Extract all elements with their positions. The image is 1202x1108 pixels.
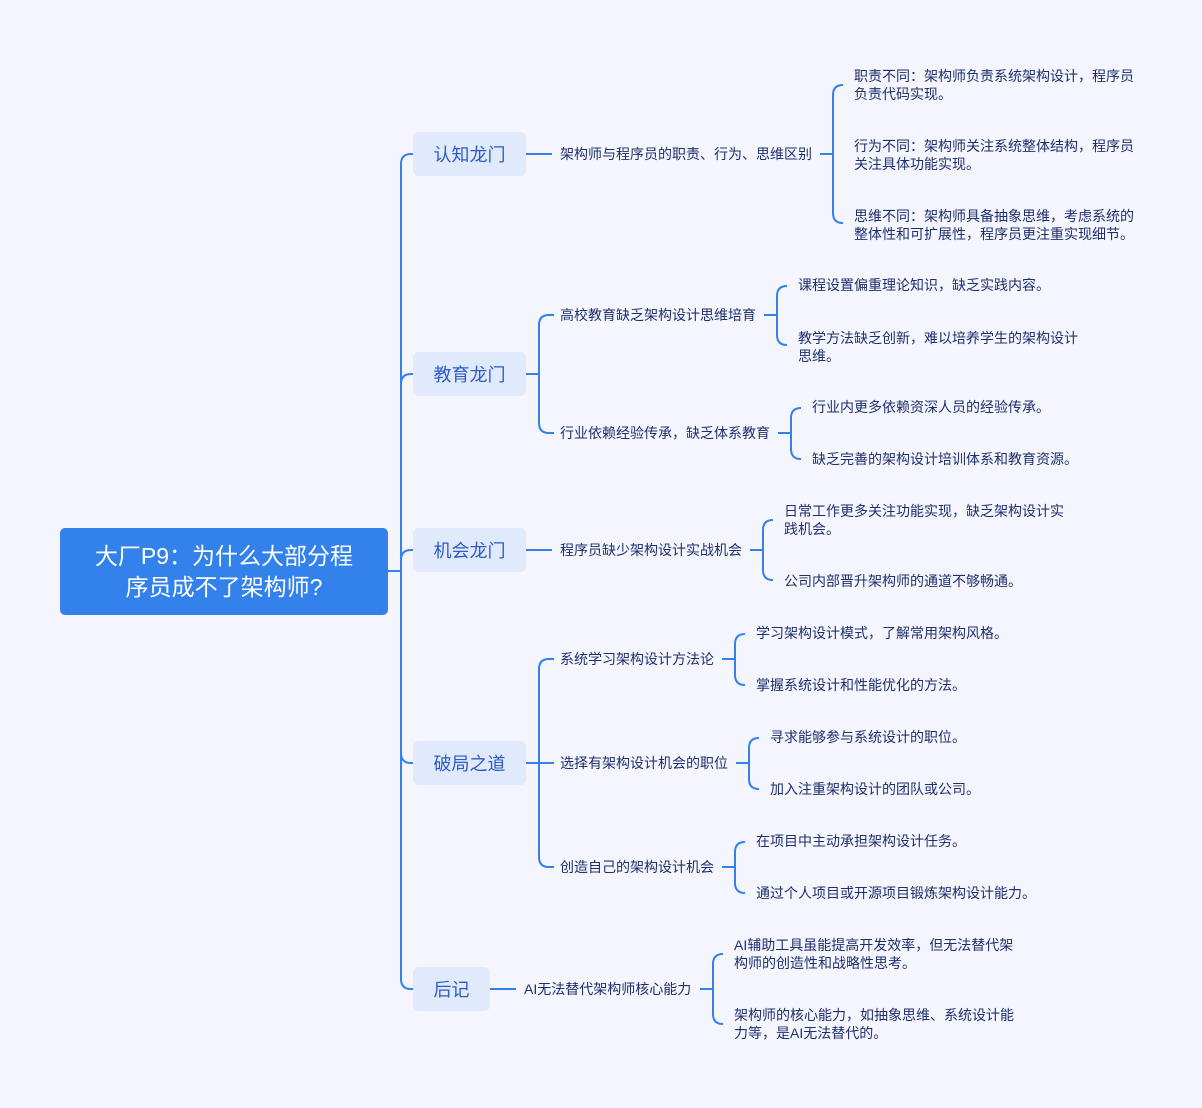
leaf-topic[interactable]: 架构师的核心能力，如抽象思维、系统设计能力等，是AI无法替代的。 bbox=[734, 1006, 1014, 1042]
leaf-line: 职责不同：架构师负责系统架构设计，程序员 bbox=[854, 68, 1134, 84]
leaf-line: 公司内部晋升架构师的通道不够畅通。 bbox=[784, 573, 1022, 589]
subtopic[interactable]: 高校教育缺乏架构设计思维培育 bbox=[560, 307, 756, 323]
leaf-topic[interactable]: AI辅助工具虽能提高开发效率，但无法替代架构师的创造性和战略性思考。 bbox=[734, 936, 1013, 972]
leaf-topic[interactable]: 职责不同：架构师负责系统架构设计，程序员负责代码实现。 bbox=[854, 67, 1134, 103]
leaf-line: 负责代码实现。 bbox=[854, 86, 952, 102]
leaf-topic[interactable]: 缺乏完善的架构设计培训体系和教育资源。 bbox=[812, 450, 1078, 468]
leaf-topic[interactable]: 思维不同：架构师具备抽象思维，考虑系统的整体性和可扩展性，程序员更注重实现细节。 bbox=[854, 207, 1134, 243]
leaf-line: 践机会。 bbox=[784, 521, 840, 537]
leaf-line: 在项目中主动承担架构设计任务。 bbox=[756, 833, 966, 849]
leaf-line: 构师的创造性和战略性思考。 bbox=[734, 955, 916, 971]
leaf-topic[interactable]: 在项目中主动承担架构设计任务。 bbox=[756, 832, 966, 850]
leaf-topic[interactable]: 学习架构设计模式，了解常用架构风格。 bbox=[756, 624, 1008, 642]
leaf-topic[interactable]: 寻求能够参与系统设计的职位。 bbox=[770, 728, 966, 746]
leaf-line: 加入注重架构设计的团队或公司。 bbox=[770, 781, 980, 797]
leaf-line: 架构师的核心能力，如抽象思维、系统设计能 bbox=[734, 1007, 1014, 1023]
leaf-topic[interactable]: 通过个人项目或开源项目锻炼架构设计能力。 bbox=[756, 884, 1036, 902]
root-line-1: 大厂P9：为什么大部分程 bbox=[94, 542, 354, 569]
leaf-line: 课程设置偏重理论知识，缺乏实践内容。 bbox=[798, 277, 1050, 293]
leaf-topic[interactable]: 日常工作更多关注功能实现，缺乏架构设计实践机会。 bbox=[784, 502, 1064, 538]
leaf-line: 行业内更多依赖资深人员的经验传承。 bbox=[812, 399, 1050, 415]
branch-postscript[interactable]: 后记 bbox=[413, 967, 490, 1011]
leaf-topic[interactable]: 加入注重架构设计的团队或公司。 bbox=[770, 780, 980, 798]
leaf-topic[interactable]: 掌握系统设计和性能优化的方法。 bbox=[756, 676, 966, 694]
leaf-topic[interactable]: 行为不同：架构师关注系统整体结构，程序员关注具体功能实现。 bbox=[854, 137, 1134, 173]
leaf-line: 日常工作更多关注功能实现，缺乏架构设计实 bbox=[784, 503, 1064, 519]
leaf-topic[interactable]: 教学方法缺乏创新，难以培养学生的架构设计思维。 bbox=[798, 329, 1078, 365]
subtopic[interactable]: 系统学习架构设计方法论 bbox=[560, 651, 714, 667]
branch-opportunity[interactable]: 机会龙门 bbox=[413, 528, 526, 572]
root-line-2: 序员成不了架构师? bbox=[125, 573, 323, 600]
subtopic[interactable]: 选择有架构设计机会的职位 bbox=[560, 755, 728, 771]
leaf-line: 寻求能够参与系统设计的职位。 bbox=[770, 729, 966, 745]
leaf-line: 缺乏完善的架构设计培训体系和教育资源。 bbox=[812, 451, 1078, 467]
leaf-line: 通过个人项目或开源项目锻炼架构设计能力。 bbox=[756, 885, 1036, 901]
leaf-line: AI辅助工具虽能提高开发效率，但无法替代架 bbox=[734, 937, 1014, 953]
leaf-line: 思维。 bbox=[798, 348, 840, 364]
leaf-line: 力等，是AI无法替代的。 bbox=[734, 1025, 888, 1041]
subtopic[interactable]: 创造自己的架构设计机会 bbox=[560, 859, 714, 875]
leaf-line: 思维不同：架构师具备抽象思维，考虑系统的 bbox=[854, 208, 1134, 224]
branch-breakthrough[interactable]: 破局之道 bbox=[413, 741, 526, 785]
subtopic[interactable]: 架构师与程序员的职责、行为、思维区别 bbox=[560, 146, 812, 162]
root-topic[interactable]: 大厂P9：为什么大部分程序员成不了架构师? bbox=[60, 528, 388, 615]
leaf-line: 关注具体功能实现。 bbox=[854, 156, 980, 172]
leaf-topic[interactable]: 课程设置偏重理论知识，缺乏实践内容。 bbox=[798, 276, 1050, 294]
subtopic[interactable]: AI无法替代架构师核心能力 bbox=[524, 981, 692, 997]
leaf-line: 教学方法缺乏创新，难以培养学生的架构设计 bbox=[798, 330, 1078, 346]
leaf-topic[interactable]: 行业内更多依赖资深人员的经验传承。 bbox=[812, 398, 1050, 416]
leaf-line: 整体性和可扩展性，程序员更注重实现细节。 bbox=[854, 226, 1134, 242]
leaf-line: 掌握系统设计和性能优化的方法。 bbox=[756, 677, 966, 693]
subtopic[interactable]: 程序员缺少架构设计实战机会 bbox=[560, 542, 742, 558]
subtopic[interactable]: 行业依赖经验传承，缺乏体系教育 bbox=[560, 425, 770, 441]
leaf-topic[interactable]: 公司内部晋升架构师的通道不够畅通。 bbox=[784, 572, 1022, 590]
leaf-line: 学习架构设计模式，了解常用架构风格。 bbox=[756, 625, 1008, 641]
branch-education[interactable]: 教育龙门 bbox=[413, 352, 526, 396]
leaf-line: 行为不同：架构师关注系统整体结构，程序员 bbox=[854, 138, 1134, 154]
branch-cognition[interactable]: 认知龙门 bbox=[413, 132, 526, 176]
